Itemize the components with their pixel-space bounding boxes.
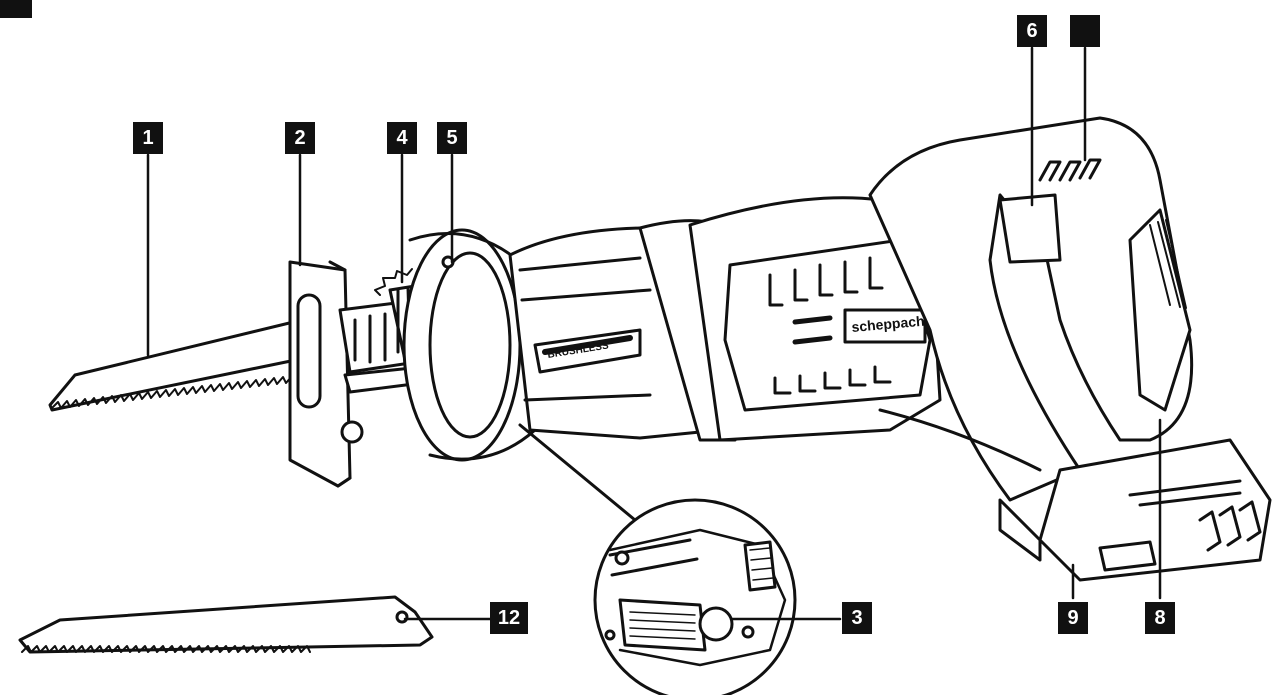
callout-4: 4 <box>387 122 417 154</box>
callout-8: 8 <box>1145 602 1175 634</box>
callout-6: 6 <box>1017 15 1047 47</box>
leader-lines <box>146 46 1162 621</box>
battery-base <box>878 408 1272 582</box>
callout-7 <box>1070 15 1100 47</box>
callout-5: 5 <box>437 122 467 154</box>
callout-3: 3 <box>842 602 872 634</box>
spare-saw-blade <box>18 595 434 654</box>
callout-12: 12 <box>490 602 528 634</box>
saw-blade <box>48 316 322 412</box>
front-collar <box>402 228 537 462</box>
brand-text: scheppach <box>851 313 925 335</box>
callout-9: 9 <box>1058 602 1088 634</box>
handle <box>868 116 1194 502</box>
shoe-plate <box>288 260 364 488</box>
corner-mark <box>0 0 32 18</box>
callout-2: 2 <box>285 122 315 154</box>
detail-magnifier <box>518 423 797 695</box>
callout-1: 1 <box>133 122 163 154</box>
motor-housing <box>688 196 974 442</box>
